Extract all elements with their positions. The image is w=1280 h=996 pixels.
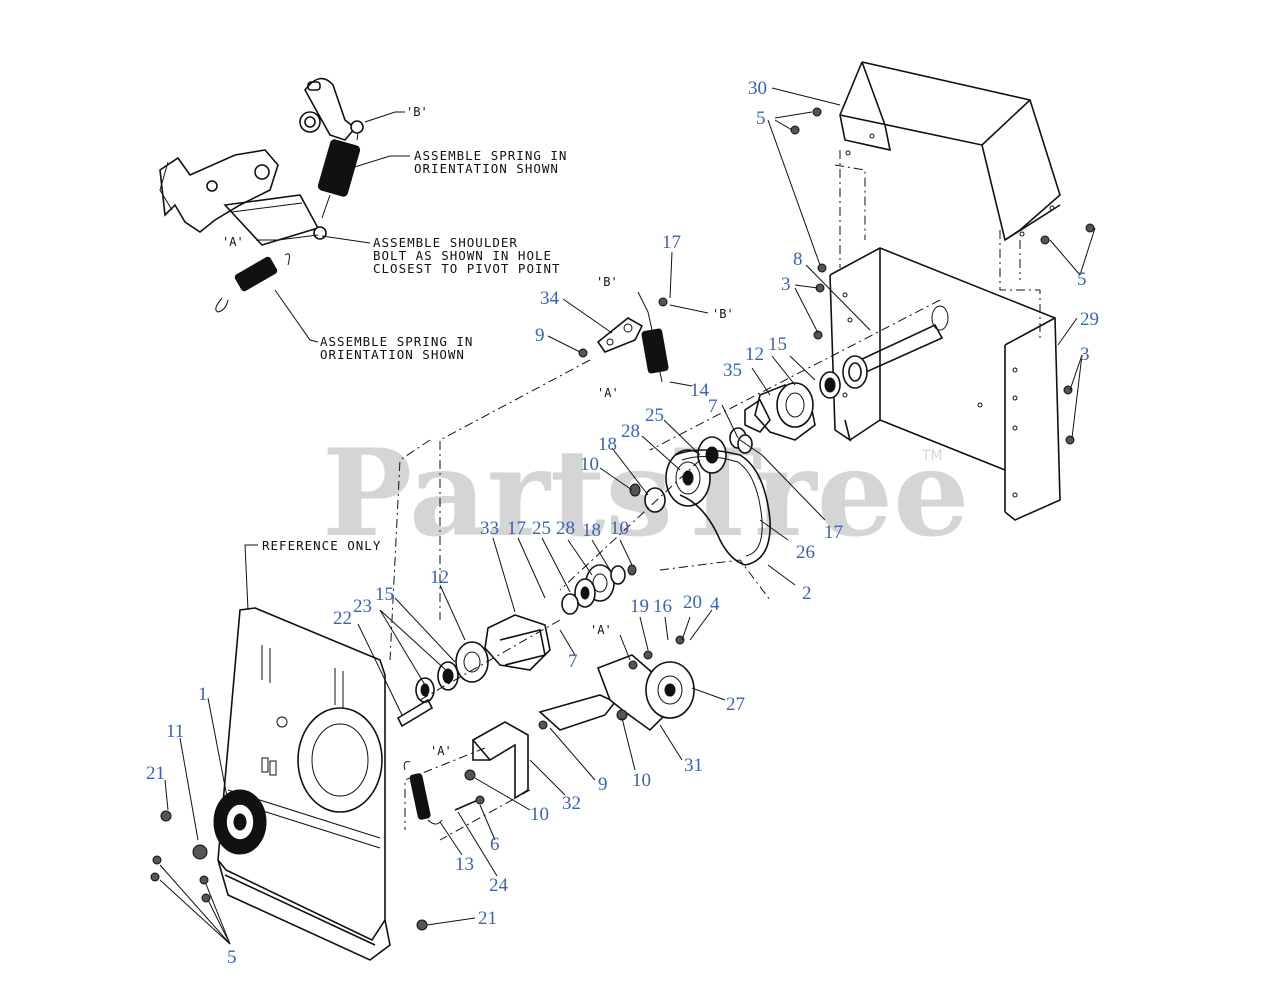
detail-lever-assembly: [159, 77, 410, 343]
callout-28: 28: [556, 518, 575, 539]
callout-2: 2: [802, 583, 812, 604]
upper-pulleys: [629, 436, 727, 513]
callout-10: 10: [610, 518, 629, 539]
ref-b-2: 'B': [596, 275, 618, 289]
callout-12: 12: [430, 567, 449, 588]
note-spring-bottom-2: ORIENTATION SHOWN: [320, 347, 465, 362]
callout-1: 1: [198, 684, 208, 705]
watermark-trademark: TM: [921, 448, 943, 464]
right-bracket: [829, 247, 1061, 521]
idler-arm-upper: [578, 297, 669, 383]
callout-15: 15: [768, 334, 787, 355]
callout-26: 26: [796, 542, 815, 563]
lower-spring: [403, 761, 485, 825]
callout-17: 17: [662, 232, 681, 253]
callout-5: 5: [227, 947, 237, 968]
spring-top: [317, 128, 361, 219]
callout-21: 21: [478, 908, 497, 929]
callout-31: 31: [684, 755, 703, 776]
callout-15: 15: [375, 584, 394, 605]
callout-27: 27: [726, 694, 745, 715]
callouts: 30 5 8 3 5 29 3 17 34 9 14 12 15 35 7 25…: [146, 78, 1099, 968]
spring-bottom: [215, 253, 290, 313]
callout-32: 32: [562, 793, 581, 814]
callout-10: 10: [530, 804, 549, 825]
note-shoulder-1: ASSEMBLE SHOULDER: [373, 235, 518, 250]
callout-28: 28: [621, 421, 640, 442]
callout-7: 7: [708, 396, 718, 417]
ref-a-2: 'A': [597, 386, 619, 400]
callout-8: 8: [793, 249, 803, 270]
callout-22: 22: [333, 608, 352, 629]
callout-4: 4: [710, 594, 720, 615]
callout-30: 30: [748, 78, 767, 99]
center-lines: [389, 150, 1041, 841]
callout-17: 17: [824, 522, 843, 543]
fasteners-left: [150, 810, 428, 931]
callout-14: 14: [690, 380, 710, 401]
callout-18: 18: [582, 520, 601, 541]
ref-a-1: 'A': [222, 235, 244, 249]
left-plate: [217, 607, 391, 961]
callout-34: 34: [540, 288, 560, 309]
callout-18: 18: [598, 434, 617, 455]
callout-17: 17: [507, 518, 526, 539]
lower-pulleys: [561, 564, 637, 615]
ref-b-1: 'B': [406, 105, 428, 119]
callout-10: 10: [580, 454, 599, 475]
callout-9: 9: [535, 325, 545, 346]
callout-12: 12: [745, 344, 764, 365]
callout-11: 11: [166, 721, 184, 742]
ref-a-3: 'A': [590, 623, 612, 637]
callout-16: 16: [653, 596, 672, 617]
callout-6: 6: [490, 834, 500, 855]
callout-25: 25: [532, 518, 551, 539]
callout-35: 35: [723, 360, 742, 381]
callout-21: 21: [146, 763, 165, 784]
callout-19: 19: [630, 596, 649, 617]
note-reference-only: REFERENCE ONLY: [262, 538, 381, 553]
note-spring-top-2: ORIENTATION SHOWN: [414, 161, 559, 176]
note-spring-top-1: ASSEMBLE SPRING IN: [414, 148, 567, 163]
ref-a-4: 'A': [430, 744, 452, 758]
callout-33: 33: [480, 518, 499, 539]
gear: [213, 789, 267, 855]
callout-10: 10: [632, 770, 651, 791]
lower-bearing-housing: [396, 614, 551, 728]
ref-b-3: 'B': [712, 307, 734, 321]
belt-cover: [839, 61, 1061, 242]
callout-3: 3: [781, 274, 791, 295]
callout-leaders: [159, 87, 1096, 945]
note-shoulder-2: BOLT AS SHOWN IN HOLE: [373, 248, 552, 263]
idler-arm-lower: [538, 635, 695, 732]
callout-13: 13: [455, 854, 474, 875]
note-spring-bottom-1: ASSEMBLE SPRING IN: [320, 334, 473, 349]
callout-5: 5: [756, 108, 766, 129]
callout-20: 20: [683, 592, 702, 613]
callout-29: 29: [1080, 309, 1099, 330]
mounting-bracket: [471, 721, 529, 800]
callout-23: 23: [353, 596, 372, 617]
drive-belt: [674, 449, 771, 566]
callout-25: 25: [645, 405, 664, 426]
callout-9: 9: [598, 774, 608, 795]
callout-24: 24: [489, 875, 509, 896]
note-shoulder-3: CLOSEST TO PIVOT POINT: [373, 261, 561, 276]
callout-5: 5: [1077, 269, 1087, 290]
callout-7: 7: [568, 651, 578, 672]
upper-shaft-assembly: [729, 323, 944, 454]
fasteners-upper-right: [790, 107, 1095, 445]
callout-3: 3: [1080, 344, 1090, 365]
